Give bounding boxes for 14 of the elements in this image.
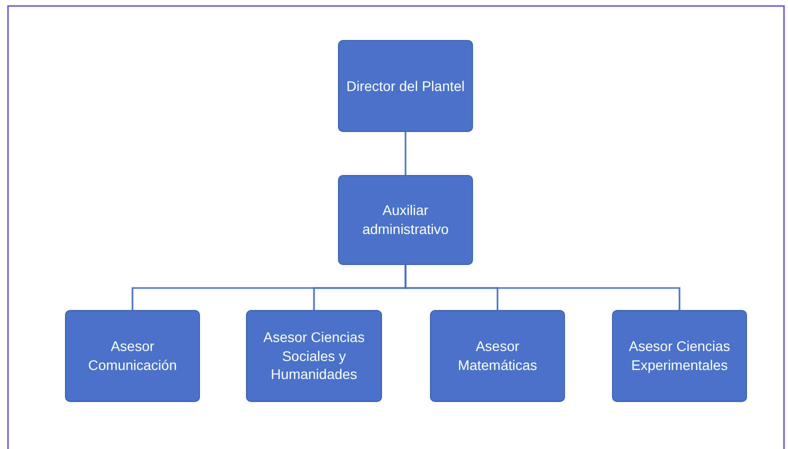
org-box [430,310,565,402]
org-box [338,40,473,132]
position-title: Asesor Comunicación [87,337,178,375]
org-box [612,310,747,402]
position-title: Asesor Ciencias Experimentales [628,337,732,375]
position-title: Asesor Ciencias Sociales y Humanidades [262,328,366,384]
position-title: Auxiliar administrativo [361,201,450,239]
position-title: Director del Plantel [346,76,465,96]
org-box [65,310,200,402]
org-box [246,310,382,402]
position-title: Asesor Matemáticas [456,337,538,375]
connector-line [404,132,406,175]
connector-line [404,265,680,310]
org-box [338,175,473,265]
